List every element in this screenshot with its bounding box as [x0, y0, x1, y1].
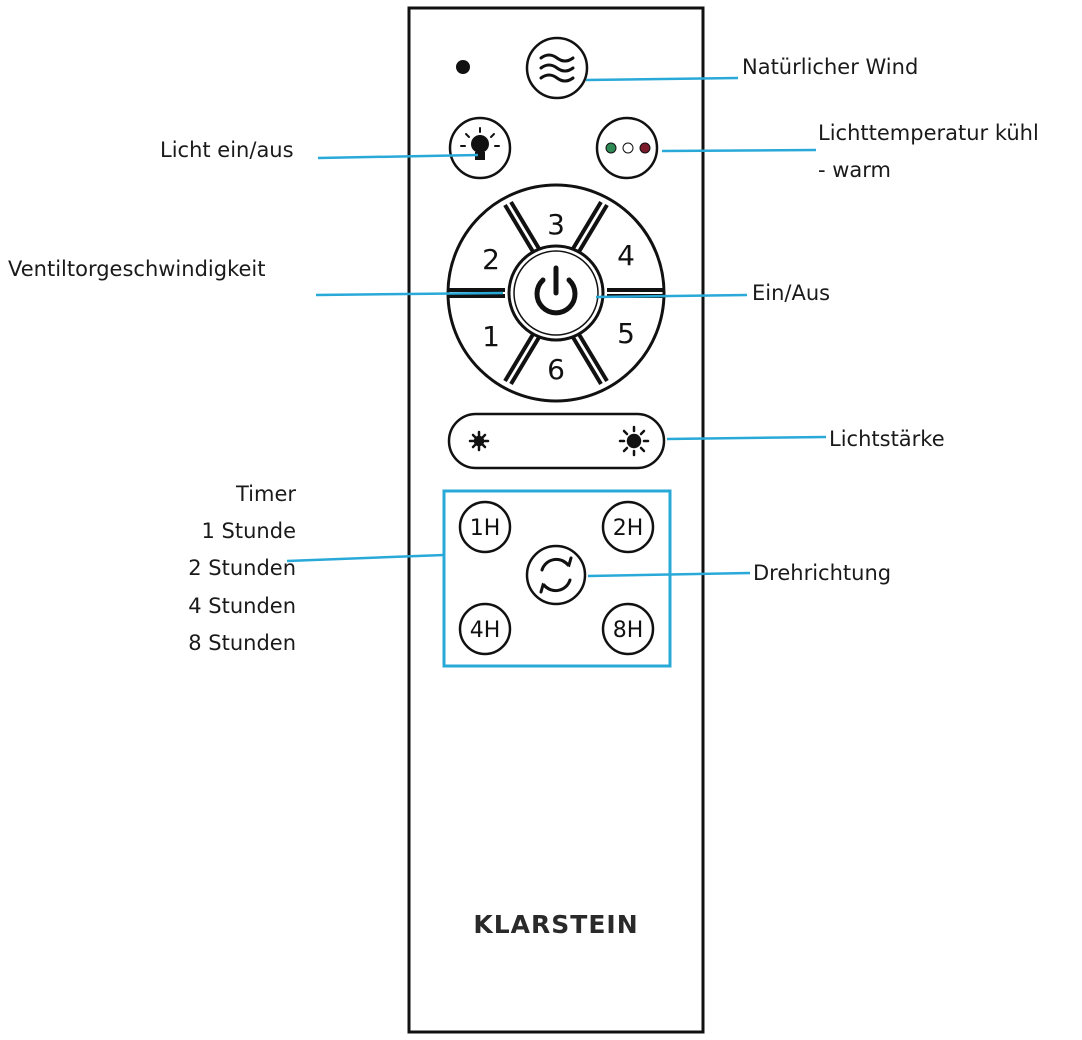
light-toggle-button[interactable]	[448, 116, 512, 180]
label-brightness: Lichtstärke	[829, 427, 945, 451]
sun-small-icon	[468, 430, 490, 452]
rotation-arrows-icon	[539, 556, 573, 594]
label-timer-option: 2 Stunden	[188, 556, 296, 580]
light-bulb-icon	[460, 127, 500, 160]
label-timer-title: Timer	[235, 482, 296, 506]
natural-wind-button[interactable]	[525, 36, 589, 100]
light-temperature-button[interactable]	[595, 116, 659, 180]
leader-lines	[286, 76, 827, 578]
svg-text:1H: 1H	[470, 516, 501, 541]
speed-button-1[interactable]: 1	[482, 320, 500, 353]
speed-button-6[interactable]: 6	[547, 353, 565, 386]
speed-button-5[interactable]: 5	[617, 317, 635, 350]
label-timer-option: 4 Stunden	[188, 594, 296, 618]
speed-button-3[interactable]: 3	[547, 208, 565, 241]
rotation-button[interactable]	[525, 544, 587, 606]
timer-group-highlight	[442, 489, 672, 668]
wind-waves-icon	[539, 53, 575, 83]
speed-button-4[interactable]: 4	[617, 239, 635, 272]
label-light-temperature-2: - warm	[818, 158, 891, 182]
timer-button-2h[interactable]: 2H	[601, 500, 655, 554]
svg-text:4H: 4H	[470, 618, 501, 643]
timer-button-8h[interactable]: 8H	[601, 602, 655, 656]
label-light-on-off: Licht ein/aus	[160, 138, 294, 162]
label-timer-option: 1 Stunde	[202, 519, 296, 543]
color-temperature-dots-icon	[605, 142, 651, 154]
power-icon	[534, 265, 578, 316]
brightness-bar[interactable]	[447, 412, 666, 470]
speed-button-2[interactable]: 2	[482, 243, 500, 276]
ir-indicator-dot	[456, 60, 470, 74]
label-natural-wind: Natürlicher Wind	[742, 55, 918, 79]
label-fan-speed: Ventiltorgeschwindigkeit	[8, 257, 265, 281]
brand-logo: KLARSTEIN	[473, 910, 638, 939]
timer-button-1h[interactable]: 1H	[458, 500, 512, 554]
timer-button-4h[interactable]: 4H	[458, 602, 512, 656]
label-rotation: Drehrichtung	[753, 561, 891, 585]
svg-text:2H: 2H	[613, 516, 644, 541]
label-light-temperature-1: Lichttemperatur kühl	[818, 121, 1039, 145]
remote-body	[407, 6, 705, 1034]
label-power: Ein/Aus	[752, 281, 830, 305]
sun-large-icon	[618, 425, 650, 457]
label-timer-option: 8 Stunden	[188, 631, 296, 655]
power-button[interactable]	[507, 244, 605, 342]
svg-text:8H: 8H	[613, 618, 644, 643]
